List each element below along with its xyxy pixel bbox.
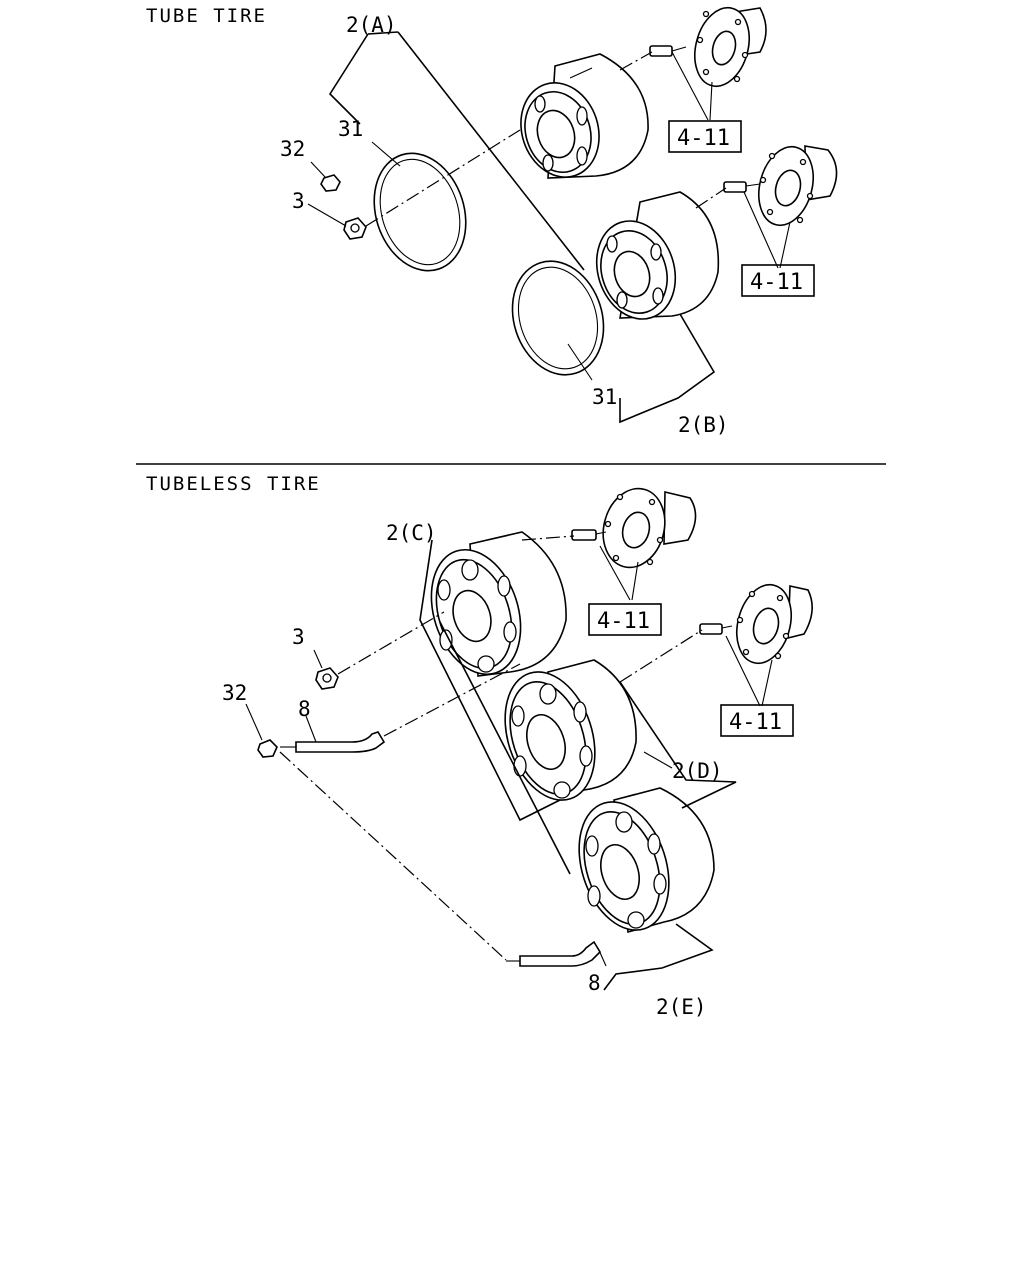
tube-tire-section: TUBE TIRE [146,5,838,437]
label-wheel-2e: 2(E) [656,995,707,1019]
hub-ref-tubeless-lower: 4-11 [729,710,782,735]
label-valve-cap-tubeless: 32 [222,681,247,705]
hub-ref-tube-lower: 4-11 [750,270,803,295]
label-wheel-2d: 2(D) [672,759,723,783]
wheel-2a-illustration [520,53,649,179]
label-wheel-2a: 2(A) [346,13,397,37]
wheel-2e-illustration [578,787,715,934]
wheel-2b-illustration [595,191,720,320]
wheel-stud-a [649,45,687,57]
label-valve-lower: 8 [588,971,601,995]
side-ring-upper [373,152,467,272]
hub-ref-box-tubeless-lower [720,704,794,737]
hub-ref-tube-upper: 4-11 [677,126,730,151]
label-side-ring-lower: 31 [592,385,617,409]
hub-ref-box-tubeless-upper [588,603,662,636]
label-valve-upper: 8 [298,697,311,721]
hub-c-illustration [602,487,697,569]
tubeless-tire-section: TUBELESS TIRE [146,473,813,1019]
label-wheel-2c: 2(C) [386,521,437,545]
wheel-stud-c [571,529,607,541]
hub-d-illustration [736,583,813,665]
label-wheel-2b: 2(B) [678,413,729,437]
hub-ref-box-tube-upper [668,120,742,153]
label-nut-cap-tube: 32 [280,137,305,161]
label-nut-tubeless: 3 [292,625,305,649]
valve-extension-upper [280,731,386,753]
label-side-ring-upper: 31 [338,117,363,141]
valve-cap-tubeless [257,739,278,758]
wheel-stud-d [699,623,733,635]
valve-extension-lower [506,940,602,967]
wheel-2c-illustration [430,531,567,677]
hub-b-illustration [758,145,838,227]
label-nut-tube: 3 [292,189,305,213]
tubeless-tire-heading: TUBELESS TIRE [146,473,321,495]
tube-tire-heading: TUBE TIRE [146,5,267,27]
hub-ref-box-tube-lower [741,264,815,297]
side-ring-lower [511,260,605,376]
wheel-stud-b [723,181,761,193]
hub-ref-tubeless-upper: 4-11 [597,609,650,634]
wheel-nut-cap [320,174,341,192]
wheel-2d-illustration [504,659,637,802]
hub-a-illustration [694,6,767,88]
